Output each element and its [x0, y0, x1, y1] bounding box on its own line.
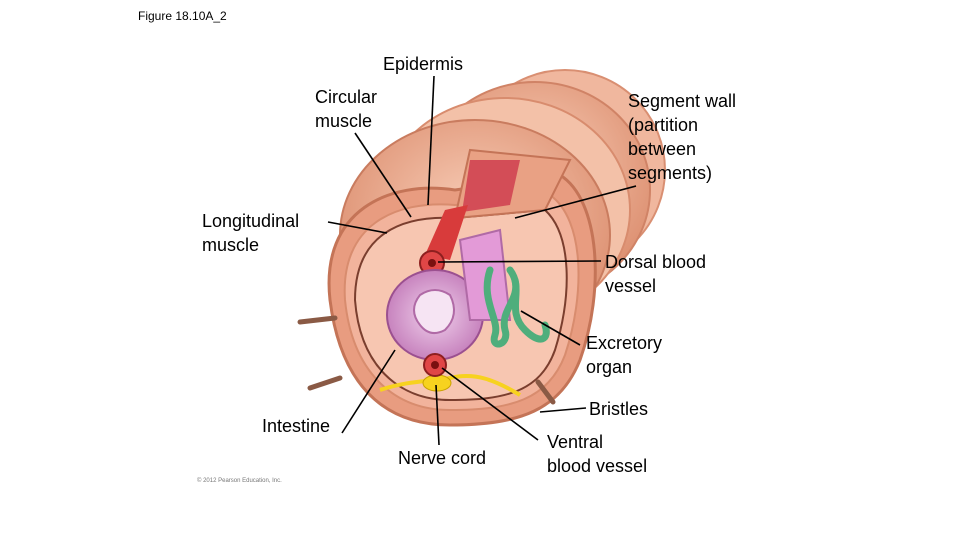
- label-bristles: Bristles: [589, 399, 649, 419]
- dorsal-blood-vessel-shape: [419, 205, 468, 276]
- label-segment-wall: Segment wall (partition between segments…: [628, 91, 737, 183]
- label-intestine: Intestine: [262, 416, 331, 436]
- leader-lines: [327, 75, 637, 446]
- label-nerve-cord: Nerve cord: [398, 448, 487, 468]
- bristles-shape: [297, 315, 556, 405]
- label-ventral-blood-vessel: Ventral blood vessel: [547, 432, 648, 476]
- label-circular-muscle: Circular muscle: [315, 87, 378, 131]
- label-excretory-organ: Excretory organ: [586, 333, 663, 377]
- copyright-credit: © 2012 Pearson Education, Inc.: [197, 478, 282, 484]
- label-dorsal-blood-vessel: Dorsal blood vessel: [605, 252, 707, 296]
- label-longitudinal-muscle: Longitudinal muscle: [202, 211, 300, 255]
- excretory-organ-shape: [483, 266, 550, 348]
- ventral-structures: [379, 353, 522, 397]
- figure-id: Figure 18.10A_2: [138, 9, 227, 23]
- label-epidermis: Epidermis: [383, 54, 464, 74]
